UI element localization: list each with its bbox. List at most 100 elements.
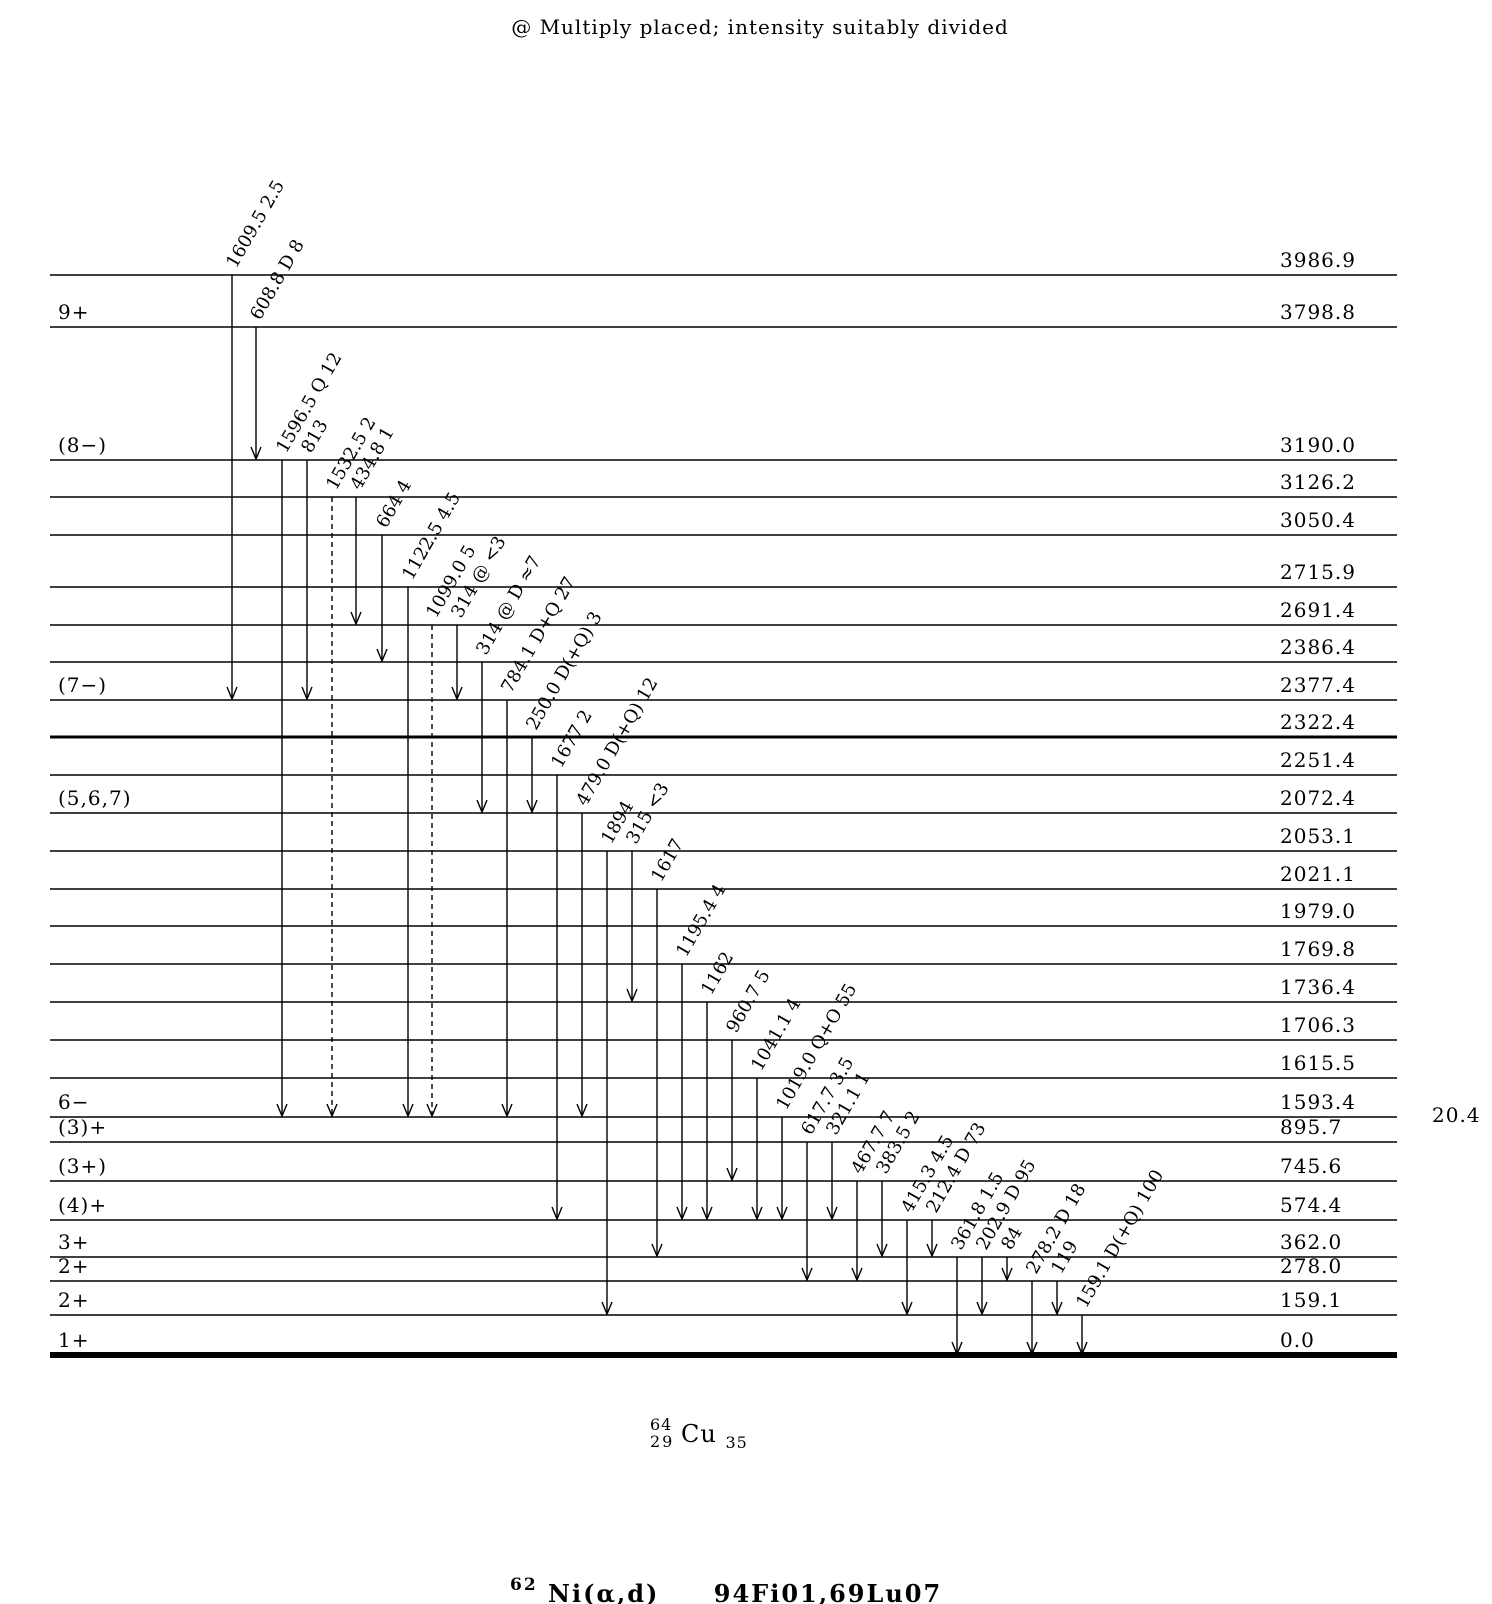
- level-energy: 2715.9: [1280, 560, 1356, 584]
- reaction-label: Ni(α,d): [548, 1579, 659, 1604]
- level-spin-parity: (3+): [58, 1154, 107, 1178]
- gamma-label: 608.8 D 8: [246, 236, 309, 323]
- level-spin-parity: (5,6,7): [58, 786, 132, 810]
- right-edge-value: 20.4: [1432, 1103, 1481, 1127]
- level-energy: 2053.1: [1280, 824, 1356, 848]
- multiply-placed-note: @ Multiply placed; intensity suitably di…: [511, 15, 1009, 39]
- gamma-arrow-head: [1026, 1341, 1038, 1356]
- level-spin-parity: 9+: [58, 300, 89, 324]
- level-spin-parity: 6−: [58, 1090, 89, 1114]
- gamma-label: 159.1 D(+Q) 100: [1072, 1166, 1168, 1311]
- gamma-arrow-head: [426, 1103, 438, 1118]
- level-energy: 3190.0: [1280, 433, 1356, 457]
- gamma-arrow-head: [701, 1206, 713, 1221]
- level-energy: 2377.4: [1280, 673, 1356, 697]
- level-energy: 3126.2: [1280, 470, 1356, 494]
- gamma-transition: 960.7 5: [722, 966, 775, 1182]
- gamma-transition: 1041.1 4: [747, 995, 805, 1221]
- gamma-arrow-head: [776, 1206, 788, 1221]
- level-energy: 2251.4: [1280, 748, 1356, 772]
- nuclide-atomic-number: 29: [650, 1432, 674, 1451]
- level-energy: 2322.4: [1280, 710, 1356, 734]
- gamma-arrow-head: [526, 799, 538, 814]
- nuclide-neutron-number: 35: [725, 1433, 747, 1452]
- level-energy: 895.7: [1280, 1115, 1342, 1139]
- gamma-arrow-head: [926, 1243, 938, 1258]
- gamma-label: 1617: [647, 835, 688, 885]
- gamma-arrow-head: [376, 648, 388, 663]
- level-energy: 745.6: [1280, 1154, 1342, 1178]
- gamma-arrow-head: [226, 686, 238, 701]
- gamma-arrow-head: [326, 1103, 338, 1118]
- reaction-mass-superscript: 62: [510, 1575, 538, 1595]
- level-spin-parity: 3+: [58, 1230, 89, 1254]
- level-energy: 1736.4: [1280, 975, 1356, 999]
- gamma-arrow-head: [350, 611, 362, 626]
- gamma-arrow-head: [951, 1341, 963, 1356]
- gamma-arrow-head: [976, 1301, 988, 1316]
- level-energy: 1706.3: [1280, 1013, 1356, 1037]
- level-energy: 2072.4: [1280, 786, 1356, 810]
- level-energy: 574.4: [1280, 1193, 1342, 1217]
- level-spin-parity: (7−): [58, 673, 107, 697]
- gamma-arrow-head: [651, 1243, 663, 1258]
- level-spin-parity: (4)+: [58, 1193, 107, 1217]
- gamma-transition: 479.0 D(+Q) 12: [572, 674, 662, 1118]
- gamma-arrow-head: [851, 1267, 863, 1282]
- gamma-arrow-head: [726, 1167, 738, 1182]
- gamma-label: 1195.4 4: [672, 881, 730, 961]
- level-energy: 1769.8: [1280, 937, 1356, 961]
- gamma-arrow-head: [551, 1206, 563, 1221]
- gamma-arrow-head: [901, 1301, 913, 1316]
- gamma-arrow-head: [826, 1206, 838, 1221]
- gamma-label: 1162: [697, 948, 738, 998]
- gamma-transition: 1195.4 4: [672, 881, 730, 1221]
- gamma-arrow-head: [576, 1103, 588, 1118]
- level-spin-parity: 2+: [58, 1288, 89, 1312]
- gamma-arrow-head: [1076, 1341, 1088, 1356]
- gamma-arrow-head: [250, 446, 262, 461]
- level-energy: 278.0: [1280, 1254, 1342, 1278]
- gamma-transition: 1099.0 5: [422, 542, 480, 1118]
- level-energy: 3798.8: [1280, 300, 1356, 324]
- level-energy: 1615.5: [1280, 1051, 1356, 1075]
- gamma-arrow-head: [676, 1206, 688, 1221]
- gamma-label: 664 4: [372, 476, 416, 531]
- gamma-arrow-head: [301, 686, 313, 701]
- level-energy: 1979.0: [1280, 899, 1356, 923]
- gamma-arrow-head: [626, 988, 638, 1003]
- gamma-arrow-head: [801, 1267, 813, 1282]
- gamma-arrow-head: [876, 1243, 888, 1258]
- level-energy: 3050.4: [1280, 508, 1356, 532]
- nuclide-symbol: Cu: [681, 1420, 717, 1448]
- level-energy: 2691.4: [1280, 598, 1356, 622]
- gamma-label: 1677 2: [547, 706, 597, 771]
- level-energy: 1593.4: [1280, 1090, 1356, 1114]
- gamma-transition: 813: [297, 416, 333, 701]
- gamma-transition: 1532.5 2: [322, 414, 380, 1118]
- gamma-arrow-head: [1051, 1301, 1063, 1316]
- gamma-arrow-head: [1001, 1267, 1013, 1282]
- gamma-arrow-head: [601, 1301, 613, 1316]
- level-spin-parity: 1+: [58, 1328, 89, 1352]
- levels-layer: 3986.9 3798.8 9+ 3190.0 (8−) 3126.2 3050.4 2715…: [50, 248, 1397, 1358]
- level-energy: 2386.4: [1280, 635, 1356, 659]
- level-energy: 2021.1: [1280, 862, 1356, 886]
- gamma-arrow-head: [451, 686, 463, 701]
- gamma-arrow-head: [501, 1103, 513, 1118]
- gamma-arrow-head: [402, 1103, 414, 1118]
- gamma-arrow-head: [751, 1206, 763, 1221]
- level-energy: 3986.9: [1280, 248, 1356, 272]
- nuclide-label: 64 Cu 35: [650, 1408, 748, 1452]
- reaction-references: 94Fi01,69Lu07: [714, 1579, 942, 1604]
- level-spin-parity: (3)+: [58, 1115, 107, 1139]
- level-spin-parity: 2+: [58, 1254, 89, 1278]
- level-energy: 0.0: [1280, 1328, 1315, 1352]
- reaction-footer: 62 Ni(α,d) 94Fi01,69Lu07: [510, 1567, 942, 1604]
- gamma-arrow-head: [276, 1103, 288, 1118]
- level-energy: 362.0: [1280, 1230, 1342, 1254]
- level-spin-parity: (8−): [58, 433, 107, 457]
- nuclide-mass-number: 64: [650, 1415, 672, 1434]
